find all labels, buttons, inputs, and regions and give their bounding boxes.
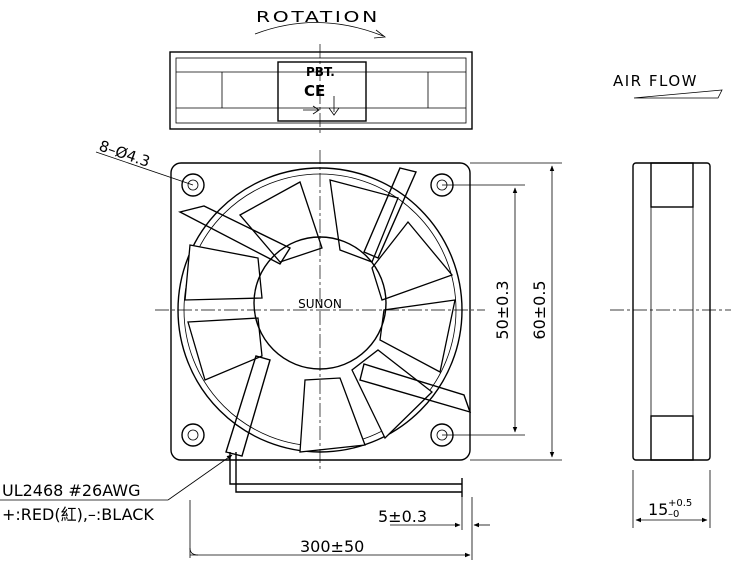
airflow-label: AIR FLOW bbox=[613, 72, 698, 90]
dimension-thickness-lower-tol: –0 bbox=[668, 509, 679, 520]
hub-label: SUNON bbox=[298, 297, 342, 311]
dimension-thickness-upper-tol: +0.5 bbox=[668, 498, 692, 509]
material-label: PBT. bbox=[306, 65, 335, 79]
hole-callout: 8–Ø4.3 bbox=[97, 137, 153, 171]
rotation-arrow-icon bbox=[373, 29, 387, 39]
dimension-frame-size: 60±0.5 bbox=[530, 280, 549, 339]
wire-colors: +:RED(紅),–:BLACK bbox=[2, 505, 154, 524]
side-view: AIR FLOW 15 +0.5 –0 bbox=[610, 72, 731, 528]
lead-wire-black bbox=[229, 452, 462, 485]
front-view: SUNON bbox=[155, 150, 485, 497]
airflow-arrow-icon bbox=[633, 89, 723, 99]
dimension-thickness: 15 bbox=[648, 500, 668, 519]
rotation-direction-arrow-icon bbox=[303, 105, 320, 115]
dimension-hole-pitch: 50±0.3 bbox=[493, 280, 512, 339]
fan-blades bbox=[184, 179, 456, 453]
mounting-holes bbox=[181, 173, 454, 447]
rotation-label: ROTATION bbox=[256, 8, 380, 26]
ce-mark: CE bbox=[304, 82, 325, 100]
dimension-lead-strip: 5±0.3 bbox=[378, 507, 427, 526]
lead-wire-red bbox=[235, 452, 462, 493]
airflow-direction-arrow-icon bbox=[328, 96, 340, 116]
dimension-lead-length: 300±50 bbox=[300, 537, 364, 556]
top-view: ROTATION PBT. CE bbox=[169, 8, 473, 135]
wire-spec: UL2468 #26AWG bbox=[2, 481, 140, 500]
